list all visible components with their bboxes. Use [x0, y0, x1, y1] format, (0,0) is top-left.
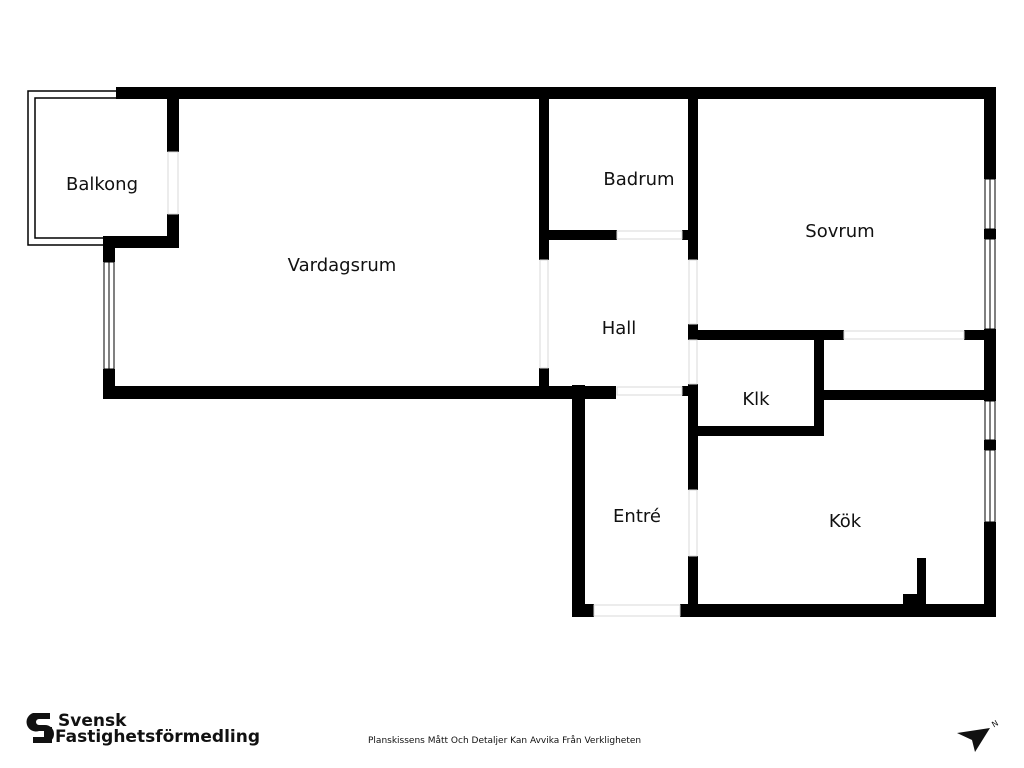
room-label-hall: Hall — [602, 318, 637, 339]
walls — [103, 87, 996, 617]
disclaimer-text: Planskissens Mått Och Detaljer Kan Avvik… — [368, 736, 642, 746]
room-label-klk: Klk — [742, 389, 770, 410]
north-label: N — [990, 719, 1000, 730]
window-panes — [108, 179, 991, 522]
room-label-vardagsrum: Vardagsrum — [288, 255, 397, 276]
north-arrow-icon: N — [957, 719, 1000, 752]
company-logo: Svensk Fastighetsförmedling — [26, 711, 260, 747]
balcony — [27, 90, 116, 246]
room-label-balkong: Balkong — [66, 174, 138, 195]
logo-line-1: Svensk — [58, 711, 127, 731]
room-label-badrum: Badrum — [603, 169, 674, 190]
room-label-entre: Entré — [613, 506, 661, 527]
room-labels: Balkong Vardagsrum Badrum Sovrum Hall Kl… — [66, 169, 875, 532]
room-label-kok: Kök — [829, 511, 862, 532]
door-openings — [167, 151, 965, 617]
logo-mark-icon — [26, 713, 54, 743]
room-label-sovrum: Sovrum — [805, 221, 874, 242]
logo-line-2: Fastighetsförmedling — [55, 727, 260, 747]
